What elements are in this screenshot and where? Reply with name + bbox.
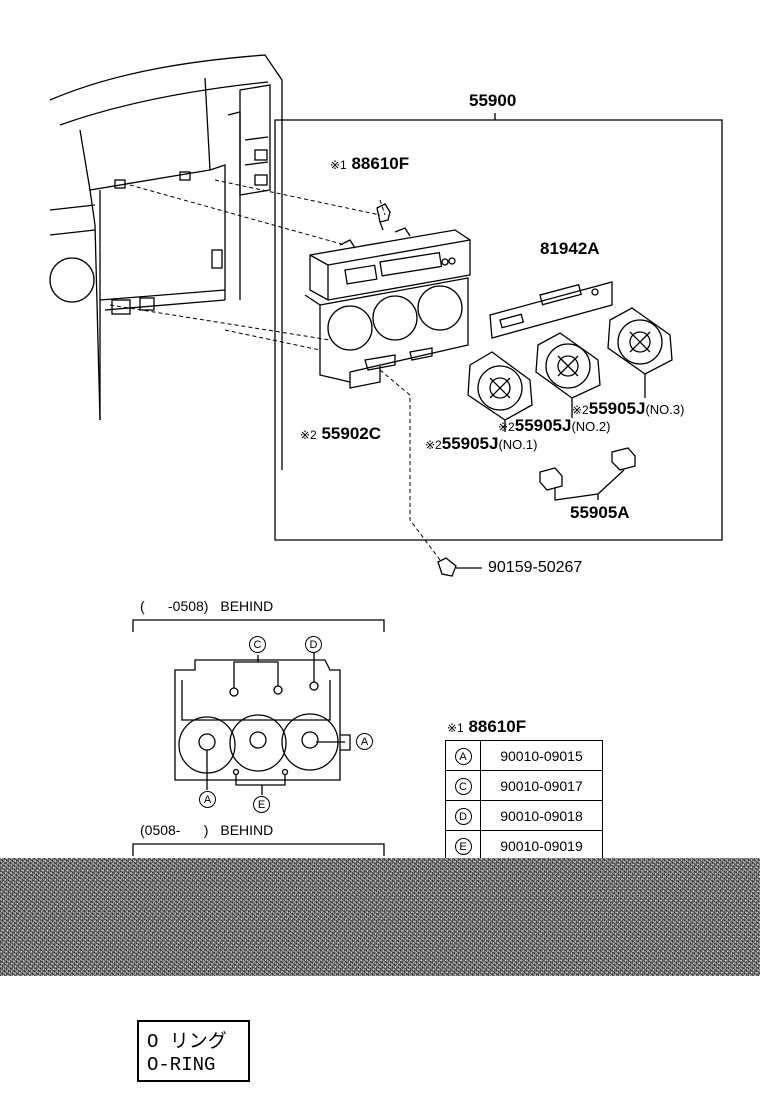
table-key-cell: D bbox=[445, 800, 481, 831]
sub-55905j-no3: (NO.3) bbox=[645, 402, 685, 417]
table-title-mark: ※1 bbox=[447, 721, 464, 735]
table-title: ※1 88610F bbox=[447, 718, 526, 735]
panel-81942a bbox=[489, 281, 613, 339]
o-ring-legend: O リング O-RING bbox=[137, 1020, 250, 1082]
behind-upper-word: BEHIND bbox=[220, 598, 274, 614]
label-88610f: ※1 88610F bbox=[330, 155, 409, 172]
label-55905j-no2: ※255905J(NO.2) bbox=[498, 417, 610, 434]
label-55902c: ※2 55902C bbox=[300, 425, 381, 442]
mark-55905j-no1: ※2 bbox=[425, 438, 442, 452]
legend-jp: O リング bbox=[147, 1031, 227, 1053]
label-81942a: 81942A bbox=[540, 239, 600, 258]
knob-no3 bbox=[607, 307, 673, 375]
text-55905j-no2: 55905J bbox=[514, 416, 572, 435]
table-key-cell: A bbox=[445, 740, 481, 771]
table-row: D 90010-09018 bbox=[445, 800, 603, 831]
callout-e: E bbox=[253, 796, 270, 813]
text-88610f: 88610F bbox=[351, 154, 410, 173]
text-55902c: 55902C bbox=[321, 424, 382, 443]
heater-control-housing bbox=[304, 227, 471, 389]
table-value: 90010-09019 bbox=[480, 830, 603, 861]
table-value: 90010-09017 bbox=[480, 770, 603, 801]
knob-leaders bbox=[504, 374, 646, 432]
knob-no1 bbox=[467, 351, 533, 421]
text-55905j-no1: 55905J bbox=[441, 434, 499, 453]
mark-55905j-no3: ※2 bbox=[572, 403, 589, 417]
label-90159-50267: 90159-50267 bbox=[488, 559, 583, 576]
callout-a-bottom: A bbox=[199, 791, 216, 808]
callout-d: D bbox=[305, 636, 322, 653]
sub-55905j-no1: (NO.1) bbox=[498, 437, 538, 452]
callout-c: C bbox=[249, 636, 266, 653]
table-title-text: 88610F bbox=[468, 717, 527, 736]
table-row: E 90010-09019 bbox=[445, 830, 603, 861]
mark-55902c: ※2 bbox=[300, 428, 317, 442]
bulb-88610f bbox=[376, 203, 391, 231]
label-55900: 55900 bbox=[469, 91, 517, 110]
callout-a-right: A bbox=[356, 733, 373, 750]
table-key: D bbox=[454, 807, 472, 825]
behind-upper-header: ( -0508) BEHIND bbox=[140, 599, 273, 613]
dashboard-outline bbox=[49, 54, 283, 470]
table-key-cell: E bbox=[445, 830, 481, 861]
behind-lower-word: BEHIND bbox=[220, 822, 274, 838]
table-key-cell: C bbox=[445, 770, 481, 801]
table-key: C bbox=[454, 777, 472, 795]
legend-en: O-RING bbox=[147, 1054, 216, 1076]
buttons-55905a bbox=[539, 447, 636, 501]
table-value: 90010-09018 bbox=[480, 800, 603, 831]
scan-noise-band bbox=[0, 858, 760, 976]
behind-upper-range: ( -0508) bbox=[140, 598, 209, 614]
label-55905j-no3: ※255905J(NO.3) bbox=[572, 400, 684, 417]
behind-lower-range: (0508- ) bbox=[140, 822, 209, 838]
text-55905j-no3: 55905J bbox=[588, 399, 646, 418]
table-key: A bbox=[454, 747, 472, 765]
screw-90159 bbox=[437, 557, 482, 577]
table-row: C 90010-09017 bbox=[445, 770, 603, 801]
behind-view-lower bbox=[132, 843, 385, 856]
label-55905a: 55905A bbox=[570, 503, 630, 522]
mark-55905j-no2: ※2 bbox=[498, 420, 515, 434]
label-55905j-no1: ※255905J(NO.1) bbox=[425, 435, 537, 452]
table-row: A 90010-09015 bbox=[445, 740, 603, 771]
sub-55905j-no2: (NO.2) bbox=[571, 419, 611, 434]
behind-view-upper bbox=[132, 619, 385, 795]
knob-no2 bbox=[535, 332, 601, 399]
table-value: 90010-09015 bbox=[480, 740, 603, 771]
behind-lower-header: (0508- ) BEHIND bbox=[140, 823, 273, 837]
mark-88610f: ※1 bbox=[330, 158, 347, 172]
table-key: E bbox=[454, 837, 472, 855]
leader-lines bbox=[109, 179, 441, 561]
reference-table: A 90010-09015 C 90010-09017 D 90010-0901… bbox=[445, 740, 603, 861]
assembly-box bbox=[274, 113, 723, 541]
